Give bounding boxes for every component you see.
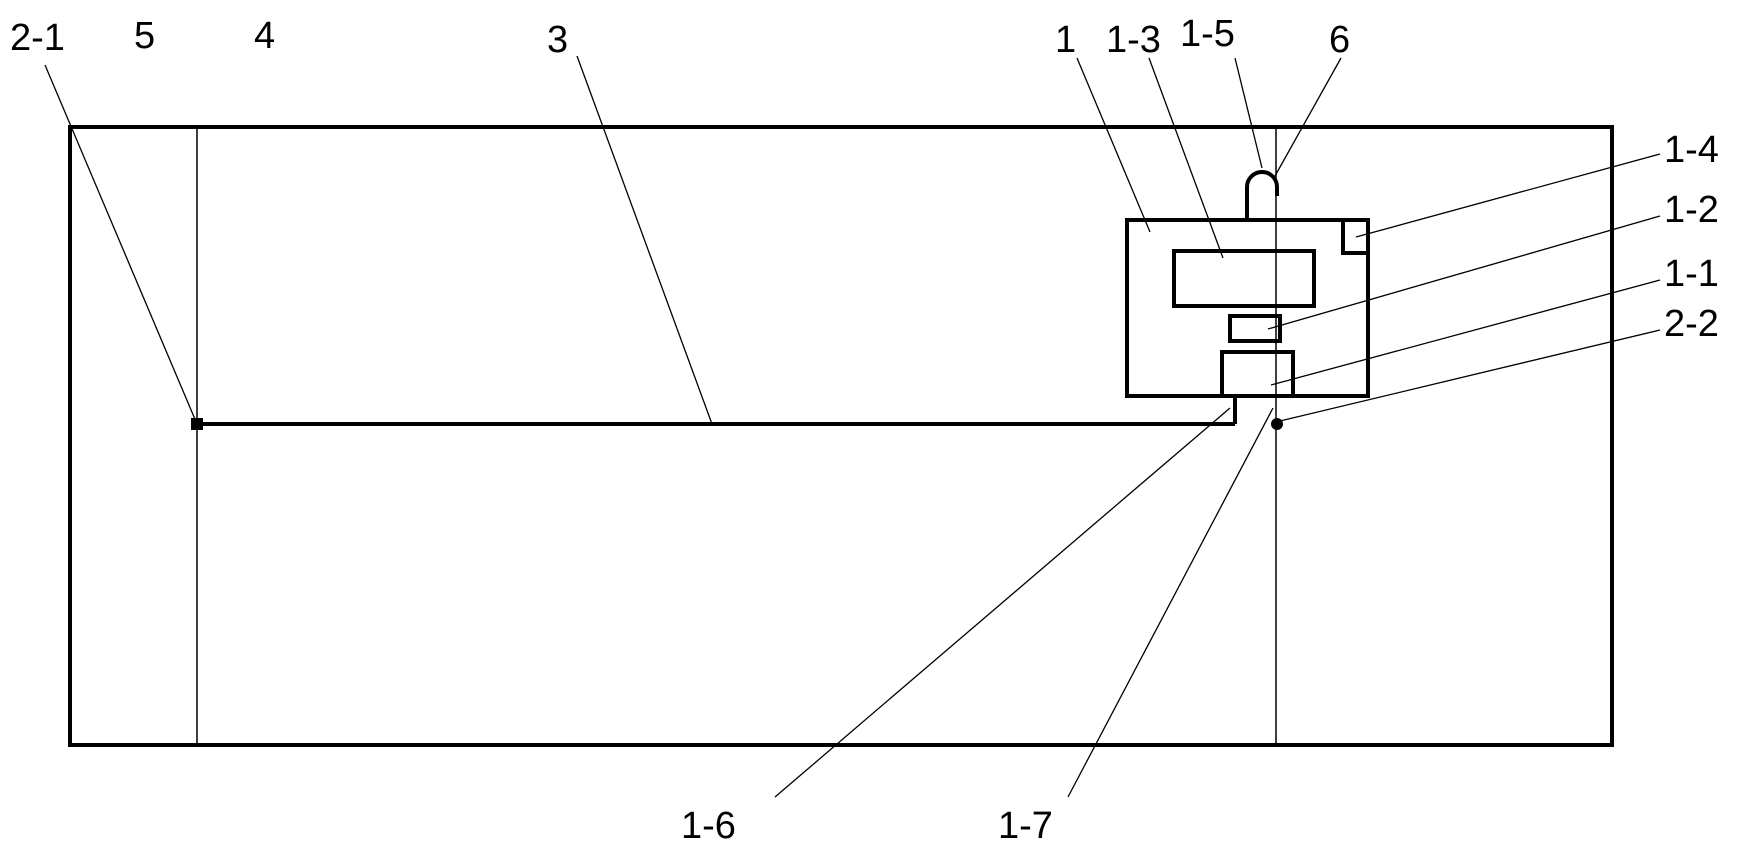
outer-frame <box>68 125 1614 747</box>
corner-notch <box>1341 220 1368 255</box>
leader-1-7 <box>1067 407 1274 798</box>
leader-1-5 <box>1234 57 1263 169</box>
leader-1-3 <box>1148 57 1224 259</box>
label-4: 4 <box>254 15 275 57</box>
leader-1-4 <box>1355 153 1661 238</box>
label-3: 3 <box>547 19 568 61</box>
base-module <box>1220 350 1295 398</box>
label-2-2: 2-2 <box>1664 303 1719 345</box>
label-2-1: 2-1 <box>10 17 65 59</box>
hook <box>1245 170 1279 220</box>
leader-1-6 <box>774 407 1231 798</box>
label-1-4: 1-4 <box>1664 129 1719 171</box>
leader-2-2 <box>1279 329 1661 422</box>
leader-1-2 <box>1267 215 1661 330</box>
label-6: 6 <box>1329 19 1350 61</box>
small-module <box>1228 314 1282 343</box>
leader-3 <box>576 55 713 425</box>
label-1-7: 1-7 <box>998 805 1053 847</box>
display-block <box>1172 249 1316 308</box>
label-1-1: 1-1 <box>1664 253 1719 295</box>
leader-1-1 <box>1270 279 1661 386</box>
leader-6 <box>1274 57 1342 177</box>
leader-1 <box>1076 57 1151 233</box>
leader-2-1 <box>44 64 198 425</box>
label-1-5: 1-5 <box>1180 13 1235 55</box>
endpoint-right <box>1271 418 1283 430</box>
label-1-2: 1-2 <box>1664 189 1719 231</box>
label-1-3: 1-3 <box>1106 19 1161 61</box>
label-1-6: 1-6 <box>681 805 736 847</box>
label-1: 1 <box>1055 19 1076 61</box>
label-5: 5 <box>134 15 155 57</box>
